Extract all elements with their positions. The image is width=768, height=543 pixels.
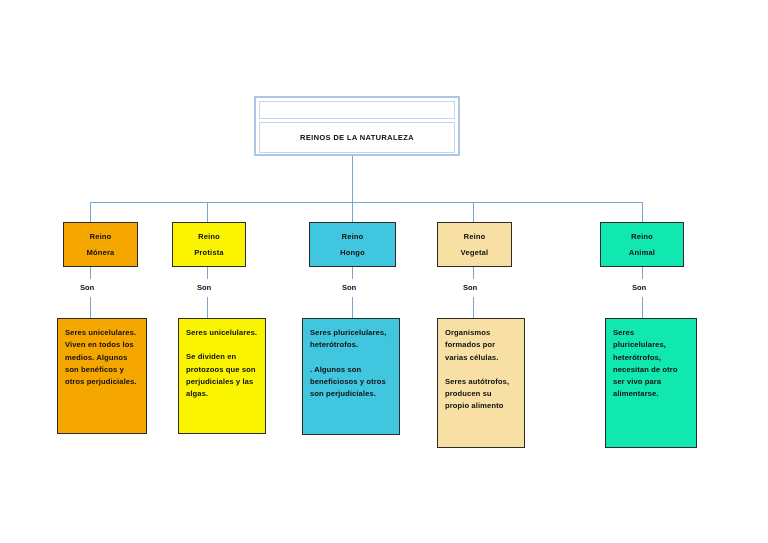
node-animal-line2: Animal xyxy=(628,248,656,257)
connector-drop-vegetal xyxy=(473,202,474,222)
description-monera-paragraph-1: Seres unicelulares. Viven en todos los m… xyxy=(65,328,137,387)
title-box-empty-slot xyxy=(259,101,455,119)
description-protista-paragraph-1: Seres unicelulares. xyxy=(186,328,258,337)
node-reino-animal[interactable]: Reino Animal xyxy=(600,222,684,267)
page-title: REINOS DE LA NATURALEZA xyxy=(300,133,414,142)
connector-monera-son-lower xyxy=(90,297,91,318)
edge-label-hongo-son: Son xyxy=(342,283,357,292)
description-hongo-paragraph-2: . Algunos son beneficiosos y otros son p… xyxy=(310,364,386,399)
description-vegetal-paragraph-2: Seres autótrofos, producen su propio ali… xyxy=(445,376,510,411)
node-reino-hongo[interactable]: Reino Hongo xyxy=(309,222,396,267)
connector-animal-son-lower xyxy=(642,297,643,318)
connector-drop-protista xyxy=(207,202,208,222)
node-animal-line1: Reino xyxy=(631,231,653,241)
node-reino-monera[interactable]: Reino Mónera xyxy=(63,222,138,267)
description-box-hongo[interactable]: Seres pluricelulares, heterótrofos. . Al… xyxy=(302,318,400,435)
connector-drop-monera xyxy=(90,202,91,222)
connector-hongo-son-lower xyxy=(352,297,353,318)
connector-monera-son-upper xyxy=(90,267,91,279)
description-box-monera[interactable]: Seres unicelulares. Viven en todos los m… xyxy=(57,318,147,434)
description-box-animal[interactable]: Seres pluricelulares, heterótrofos, nece… xyxy=(605,318,697,448)
edge-label-protista-son: Son xyxy=(197,283,212,292)
connector-hongo-son-upper xyxy=(352,267,353,279)
connector-horizontal-bus xyxy=(90,202,642,203)
connector-title-stem xyxy=(352,156,353,202)
node-monera-line2: Mónera xyxy=(86,248,115,257)
connector-drop-hongo xyxy=(352,202,353,222)
description-animal-paragraph-1: Seres pluricelulares, heterótrofos, nece… xyxy=(613,328,678,399)
node-reino-protista[interactable]: Reino Protista xyxy=(172,222,246,267)
node-reino-vegetal[interactable]: Reino Vegetal xyxy=(437,222,512,267)
title-box-text-slot: REINOS DE LA NATURALEZA xyxy=(259,122,455,153)
node-hongo-line1: Reino xyxy=(341,231,364,241)
node-hongo-line2: Hongo xyxy=(340,248,365,257)
description-hongo-paragraph-1: Seres pluricelulares, heterótrofos. xyxy=(310,328,387,350)
description-protista-paragraph-2: Se dividen en protozoos que son perjudic… xyxy=(186,352,256,399)
node-monera-line1: Reino xyxy=(89,231,112,241)
connector-vegetal-son-upper xyxy=(473,267,474,279)
node-protista-line1: Reino xyxy=(198,231,220,241)
title-box: REINOS DE LA NATURALEZA xyxy=(254,96,460,156)
connector-vegetal-son-lower xyxy=(473,297,474,318)
node-vegetal-line1: Reino xyxy=(463,231,486,241)
connector-protista-son-lower xyxy=(207,297,208,318)
node-vegetal-line2: Vegetal xyxy=(460,248,489,257)
description-box-vegetal[interactable]: Organismos formados por varias células. … xyxy=(437,318,525,448)
connector-animal-son-upper xyxy=(642,267,643,279)
node-protista-line2: Protista xyxy=(194,248,224,257)
connector-drop-animal xyxy=(642,202,643,222)
edge-label-monera-son: Son xyxy=(80,283,95,292)
description-vegetal-paragraph-1: Organismos formados por varias células. xyxy=(445,328,499,362)
edge-label-animal-son: Son xyxy=(632,283,647,292)
connector-protista-son-upper xyxy=(207,267,208,279)
description-box-protista[interactable]: Seres unicelulares. Se dividen en protoz… xyxy=(178,318,266,434)
edge-label-vegetal-son: Son xyxy=(463,283,478,292)
